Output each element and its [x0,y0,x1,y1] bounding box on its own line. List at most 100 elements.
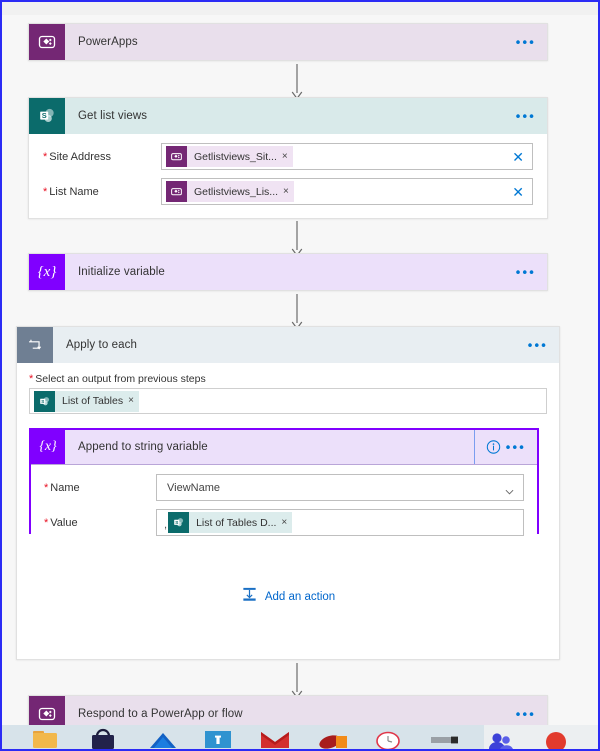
clock-icon[interactable] [374,728,402,749]
required-asterisk: * [43,185,48,198]
param-row-site-address: *Site Address [43,143,533,170]
token-label: Getlistviews_Sit... [194,150,277,163]
card-menu-button[interactable]: ••• [505,439,526,455]
select-output-input[interactable]: S List of Tables × [29,388,547,414]
notes-icon[interactable] [430,728,460,749]
variable-value-input[interactable]: , S [156,509,524,536]
powerapps-icon [166,181,187,202]
card-menu-button[interactable]: ••• [515,706,536,722]
token-label: List of Tables [62,395,124,407]
card-menu-button[interactable]: ••• [515,264,536,280]
card-header[interactable]: S Get list views ••• [29,98,547,134]
value-prefix-text: , [164,519,168,531]
flow-step-initialize-variable[interactable]: {x} Initialize variable ••• [28,253,548,291]
powerapps-icon [166,146,187,167]
param-row-name: *Name ViewName [44,474,524,501]
card-header[interactable]: {x} Append to string variable ••• [31,430,537,465]
token-remove-icon[interactable]: × [128,395,134,406]
flow-step-get-list-views[interactable]: S Get list views ••• * Site Address [28,97,548,219]
flow-step-append-to-string-variable[interactable]: {x} Append to string variable ••• [29,428,539,546]
svg-text:S: S [42,111,47,120]
param-label-text: Value [50,516,78,529]
sharepoint-icon: S [34,390,55,412]
clear-field-icon[interactable]: ✕ [512,183,524,200]
flow-step-apply-to-each[interactable]: Apply to each ••• *Select an output from… [16,326,560,660]
chevron-down-icon[interactable] [505,483,514,495]
connector-arrow [290,663,304,699]
connector-arrow [290,64,304,100]
variable-icon: {x} [31,430,65,464]
param-label: *Value [44,517,156,529]
variable-glyph: {x} [37,263,57,280]
info-icon[interactable] [486,440,501,455]
card-body: * Site Address [29,134,547,216]
card-header[interactable]: PowerApps ••• [29,24,547,60]
taskbar[interactable] [2,725,598,749]
token-label: List of Tables D... [196,516,277,529]
powerapps-icon [29,24,65,60]
card-body: *Name ViewName [31,465,537,546]
card-header[interactable]: {x} Initialize variable ••• [29,254,547,290]
required-asterisk: * [44,481,49,494]
param-label: *Site Address [43,151,161,163]
output-field-label: *Select an output from previous steps [29,373,547,385]
svg-text:S: S [175,520,178,525]
onedrive-icon[interactable] [148,728,178,749]
dynamic-token[interactable]: Getlistviews_Sit... × [166,146,293,167]
token-remove-icon[interactable]: × [281,150,288,162]
card-menu-button[interactable]: ••• [515,34,536,50]
store-icon[interactable] [90,728,116,749]
sharepoint-icon: S [168,512,190,533]
dynamic-token[interactable]: Getlistviews_Lis... × [166,181,294,202]
card-menu-button[interactable]: ••• [515,108,536,124]
list-name-input[interactable]: Getlistviews_Lis... × ✕ [161,178,533,205]
param-label: *Name [44,482,156,494]
add-an-action-label: Add an action [264,591,336,603]
variable-icon: {x} [29,254,65,290]
param-label: *List Name [43,186,161,198]
acrobat-icon[interactable] [318,728,348,749]
required-asterisk: * [44,516,49,529]
record-icon[interactable] [542,728,570,749]
card-header[interactable]: Apply to each ••• [17,327,559,363]
token-remove-icon[interactable]: × [281,516,288,528]
card-title: Append to string variable [78,441,208,453]
required-asterisk: * [29,373,34,385]
card-title: PowerApps [78,36,138,48]
gmail-icon[interactable] [260,728,290,749]
header-divider [474,430,475,464]
param-label-text: Name [50,481,80,494]
connector-arrow [290,294,304,330]
flow-canvas: PowerApps ••• S [2,15,598,733]
output-field-label-text: Select an output from previous steps [35,373,206,385]
card-title: Apply to each [66,339,137,351]
card-body: *Select an output from previous steps S [17,363,559,622]
flow-step-powerapps[interactable]: PowerApps ••• [28,23,548,61]
param-label-text: List Name [49,185,99,198]
teams-icon[interactable] [204,728,232,749]
clear-field-icon[interactable]: ✕ [512,148,524,165]
folder-icon[interactable] [32,728,58,749]
svg-text:S: S [41,398,44,403]
dynamic-token[interactable]: S List of Tables × [34,390,139,412]
token-remove-icon[interactable]: × [283,185,289,197]
add-an-action-button[interactable]: Add an action [29,534,547,622]
site-address-input[interactable]: Getlistviews_Sit... × ✕ [161,143,533,170]
card-menu-button[interactable]: ••• [527,337,548,353]
param-label-text: Site Address [49,150,112,163]
sharepoint-icon: S [29,98,65,134]
people-icon[interactable] [486,728,516,749]
card-title: Respond to a PowerApp or flow [78,708,243,720]
variable-name-dropdown[interactable]: ViewName [156,474,524,501]
token-label: Getlistviews_Lis... [194,185,279,198]
top-chrome-strip [2,2,598,15]
connector-arrow [290,221,304,257]
dynamic-token[interactable]: S List of Tables D... × [168,512,293,533]
variable-glyph: {x} [39,439,57,454]
add-action-icon [241,586,258,608]
param-row-value: *Value , [44,509,524,536]
loop-icon [17,327,53,363]
param-row-list-name: *List Name [43,178,533,205]
card-title: Initialize variable [78,266,165,278]
